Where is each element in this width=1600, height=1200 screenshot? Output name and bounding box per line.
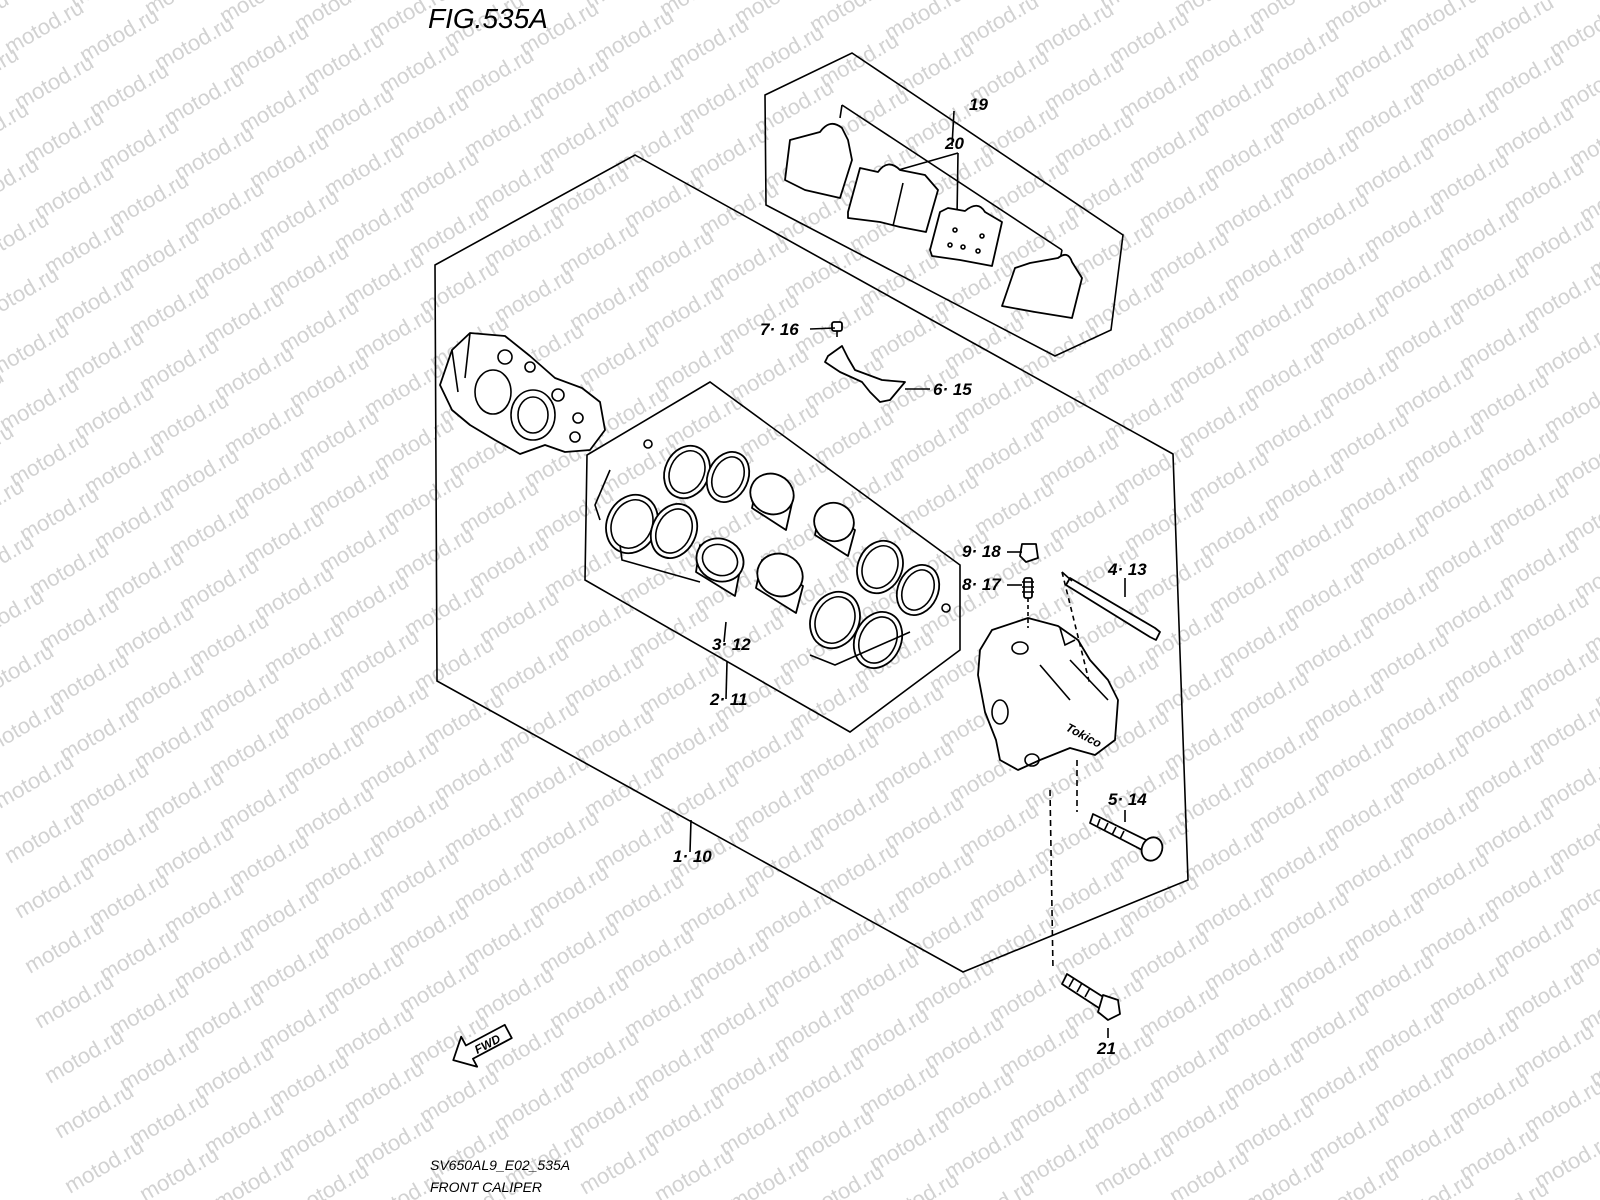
figure-title: FIG.535A	[428, 3, 548, 34]
watermark-text: motod.ru	[0, 803, 88, 868]
pad-shim-right	[1001, 253, 1083, 319]
callout-19: 19	[969, 95, 988, 114]
watermark-text: motod.ru	[725, 1150, 813, 1200]
watermark-text: motod.ru	[210, 1149, 298, 1200]
watermark-text: motod.ru	[20, 913, 108, 978]
watermark-text: motod.ru	[875, 1166, 963, 1200]
watermark-text: motod.ru	[60, 1133, 148, 1198]
mounting-bolt-upper	[1076, 760, 1164, 862]
watermark-text: motod.ru	[40, 1023, 128, 1088]
callout-8-17: 8· 17	[962, 575, 1002, 594]
watermark-text: motod.ru	[575, 1134, 663, 1199]
brake-pad-set	[784, 104, 1083, 319]
figure-name: FRONT CALIPER	[430, 1179, 542, 1195]
leader-lines	[689, 327, 1126, 1038]
caliper-assembly-outline	[434, 154, 1189, 973]
callout-5-14: 5· 14	[1108, 790, 1147, 809]
callout-20: 20	[944, 134, 964, 153]
callout-7-16: 7· 16	[760, 320, 799, 339]
figure-code: SV650AL9_E02_535A	[430, 1157, 570, 1173]
brake-pad-right	[929, 204, 1003, 267]
brake-pad-set-outline	[764, 52, 1124, 357]
watermark-text: motod.ru	[10, 858, 98, 923]
callout-4-13: 4· 13	[1107, 560, 1147, 579]
callout-6-15: 6· 15	[933, 380, 972, 399]
watermark-text: motod.ru	[1165, 1143, 1253, 1200]
watermark-text: motod.ru	[135, 1141, 223, 1200]
piston-seals-pistons	[594, 439, 951, 669]
callout-2-11: 2· 11	[709, 690, 748, 709]
pad-shim-left	[784, 122, 853, 199]
callout-9-18: 9· 18	[962, 542, 1001, 561]
watermark-text: motod.ru	[800, 1158, 888, 1200]
caliper-half-inner	[439, 332, 606, 455]
mounting-bolt-lower	[1049, 789, 1121, 1021]
bleeder-screw	[1022, 577, 1034, 628]
callout-3-12: 3· 12	[712, 635, 751, 654]
watermark-text: motod.ru	[1315, 1159, 1403, 1200]
watermark-text: motod.ru	[1090, 1135, 1178, 1200]
caliper-half-outer: Tokico	[977, 617, 1119, 771]
bleeder-cap	[1019, 543, 1039, 563]
watermark-text: motod.ru	[1240, 1151, 1328, 1200]
watermark-text: motod.ru	[50, 1078, 138, 1143]
watermark-text: motod.ru	[30, 968, 118, 1033]
pad-pin	[1061, 571, 1161, 686]
callout-1-10: 1· 10	[673, 847, 712, 866]
watermark-text: motod.ru	[1390, 1167, 1478, 1200]
watermark-text: motod.ru	[0, 748, 78, 813]
watermark-text: motod.ru	[650, 1142, 738, 1200]
piston-seal-kit-outline	[584, 381, 961, 733]
callout-21: 21	[1096, 1039, 1116, 1058]
brake-pad-left	[847, 163, 939, 233]
watermark-text: motod.ru	[0, 371, 83, 436]
watermark-text: motod.ru	[285, 1157, 373, 1200]
pad-spring	[824, 345, 906, 403]
